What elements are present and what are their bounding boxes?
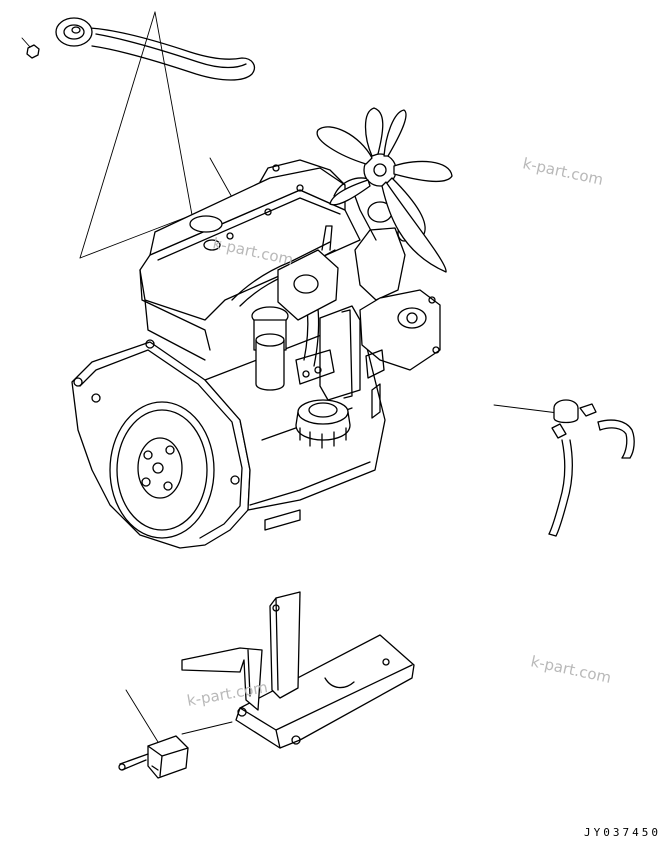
reference-leader-triangle: [79, 11, 193, 259]
watermark-3: k-part.com: [529, 652, 613, 687]
engine-assembly: [71, 107, 453, 549]
drawing-code: JY037450: [584, 826, 661, 839]
mounting-bracket-assembly: [181, 591, 415, 749]
cap-hose-assembly: [55, 17, 256, 81]
small-nut: [21, 37, 40, 59]
breather-tube-assembly: [493, 399, 635, 537]
watermark-1: k-part.com: [521, 154, 605, 189]
relay-part: [118, 689, 233, 779]
